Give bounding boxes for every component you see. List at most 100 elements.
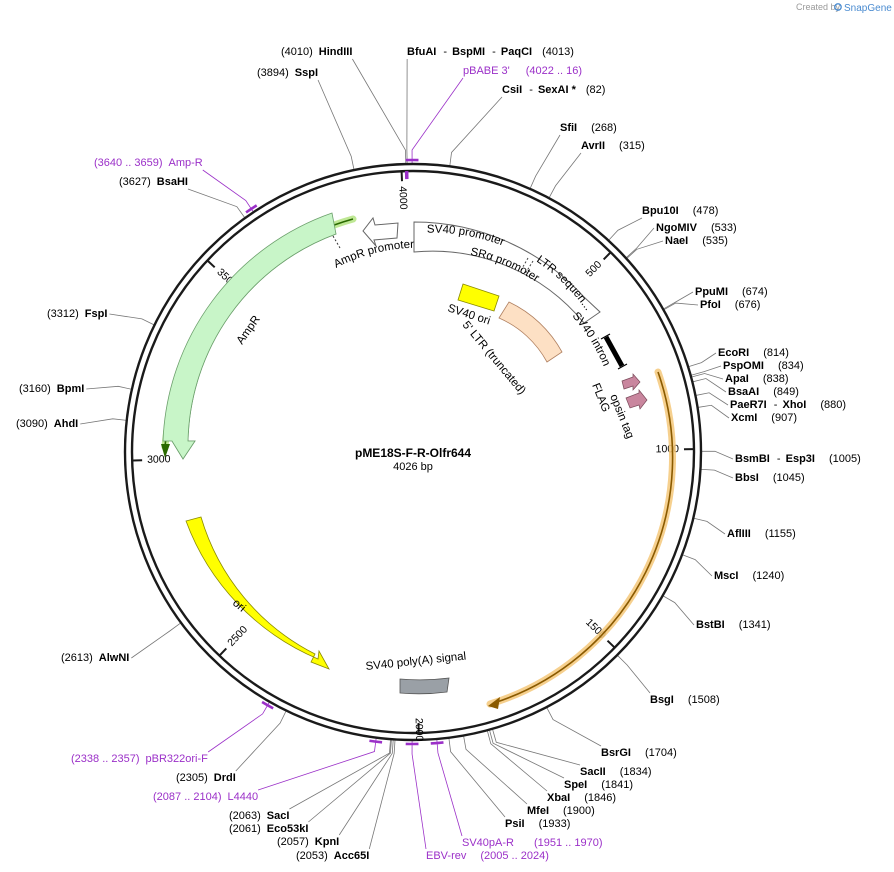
orf-arc [493, 371, 674, 704]
leader-line [664, 302, 699, 310]
leader-line [549, 152, 582, 198]
primer-mark [369, 739, 383, 744]
sv40-promoter-shape [413, 221, 601, 324]
leader-line [448, 738, 506, 818]
feature-label-sv40-polya: SV40 poly(A) signal [365, 650, 467, 672]
site-sfii: SfiI(268) [560, 122, 617, 134]
leader-line [688, 352, 717, 367]
site-drdi: (2305)DrdI [176, 772, 236, 784]
ampr-dark-arrowhead [161, 444, 170, 458]
backbone [123, 162, 703, 742]
site-xcmi: XcmI(907) [731, 412, 797, 424]
site-bsaai: BsaAI(849) [728, 386, 799, 398]
site-bsgi: BsgI(1508) [650, 694, 720, 706]
site-bsahi: (3627)BsaHI [119, 176, 188, 188]
leader-line [86, 385, 132, 390]
leader-line [235, 711, 287, 772]
tick-label: 500 [583, 258, 604, 279]
site-psii: PsiI(1933) [505, 818, 570, 830]
site-ngomiv: NgoMIV(533) [656, 222, 737, 234]
leader-line [368, 740, 396, 850]
ori-shape [185, 516, 330, 670]
leader-line [109, 313, 154, 325]
site-xbai: XbaI(1846) [547, 792, 616, 804]
primer-mark [261, 700, 274, 710]
leader-line [617, 655, 651, 694]
tick-label: 2000 [413, 718, 425, 742]
features [161, 212, 676, 709]
leader-line [338, 740, 394, 836]
leader-line [701, 468, 734, 479]
feature-label-ampr: AmpR [235, 314, 263, 347]
leader-line [663, 291, 694, 310]
leader-line [698, 404, 730, 419]
leader-line [546, 707, 602, 747]
leader-line [693, 378, 727, 393]
sv40-ori-shape [457, 283, 500, 312]
site-saci: (2063)SacI [229, 810, 289, 822]
leader-line [701, 450, 734, 460]
site-alwni: (2613)AlwNI [61, 652, 129, 664]
leader-line [187, 188, 245, 218]
site-bsmbi: BsmBI - Esp3I(1005) [735, 453, 861, 465]
leader-line [489, 730, 565, 779]
leader-line [487, 731, 548, 792]
site-sacii: SacII(1834) [580, 766, 651, 778]
site-ecori: EcoRI(814) [718, 347, 789, 359]
leader-line [694, 517, 726, 535]
site-spei: SpeI(1841) [564, 779, 633, 791]
leader-line [463, 736, 528, 805]
tick-label: 2500 [225, 623, 250, 648]
leader-line [202, 169, 254, 212]
snapgene-logo-icon [834, 3, 842, 11]
leader-line [682, 554, 713, 577]
orf-arrowhead [488, 697, 500, 709]
site-kpni: (2057)KpnI [277, 836, 339, 848]
site-eco53ki: (2061)Eco53kI [229, 823, 308, 835]
feature-label-5ltr: 5' LTR (truncated) [460, 319, 528, 397]
leader-line [691, 373, 724, 380]
site-ahdi: (3090)AhdI [16, 418, 78, 430]
leader-line [608, 217, 643, 241]
leader-line [308, 740, 392, 823]
site-bbsi: BbsI(1045) [735, 472, 805, 484]
site-mfei: MfeI(1900) [527, 805, 595, 817]
site-sspi: (3894)SspI [257, 67, 318, 79]
site-csii: CsiI - SexAI *(82) [502, 84, 605, 96]
flag-shape [621, 373, 641, 391]
sv40-polya-shape [399, 677, 450, 695]
credit-text: Created by [796, 2, 841, 12]
site-ebvrev: EBV-rev(2005 .. 2024) [426, 850, 549, 862]
leader-line [492, 729, 581, 766]
site-apai: ApaI(838) [725, 373, 789, 385]
leader-line [352, 58, 407, 164]
site-msci: MscI(1240) [714, 570, 784, 582]
site-pspomi: PspOMI(834) [723, 360, 804, 372]
primer-mark [245, 204, 258, 214]
site-hindiii: (4010)HindIII [281, 46, 352, 58]
leader-line [530, 134, 561, 189]
tick-mark [219, 647, 228, 656]
site-bfuai: BfuAI - BspMI - PaqCI(4013) [407, 46, 574, 58]
site-ppumi: PpuMI(674) [695, 286, 768, 298]
leader-line [449, 96, 503, 166]
opsin-tag-shape [625, 389, 648, 410]
site-l4440: (2087 .. 2104)L4440 [153, 791, 258, 803]
ltr-shape [498, 301, 563, 363]
site-labels: (4010)HindIII BfuAI - BspMI - PaqCI(4013… [16, 46, 861, 862]
tick-mark [602, 252, 611, 261]
site-paer7i: PaeR7I - XhoI(880) [730, 399, 846, 411]
site-bstbi: BstBI(1341) [696, 619, 771, 631]
ampr-promoter-shape [362, 216, 399, 247]
label-leaders [80, 58, 734, 850]
snapgene-credit: Created by SnapGene [796, 2, 892, 14]
tick-mark [207, 260, 216, 269]
plasmid-title: pME18S-F-R-Olfr644 4026 bp [355, 446, 471, 473]
site-pbr322: (2338 .. 2357)pBR322ori-F [71, 753, 208, 765]
leader-line [80, 418, 126, 425]
feature-label-ampr-promoter: AmpR promoter [332, 239, 414, 271]
leader-line [626, 227, 655, 258]
primer-marks [245, 158, 444, 746]
leader-line [257, 738, 377, 791]
